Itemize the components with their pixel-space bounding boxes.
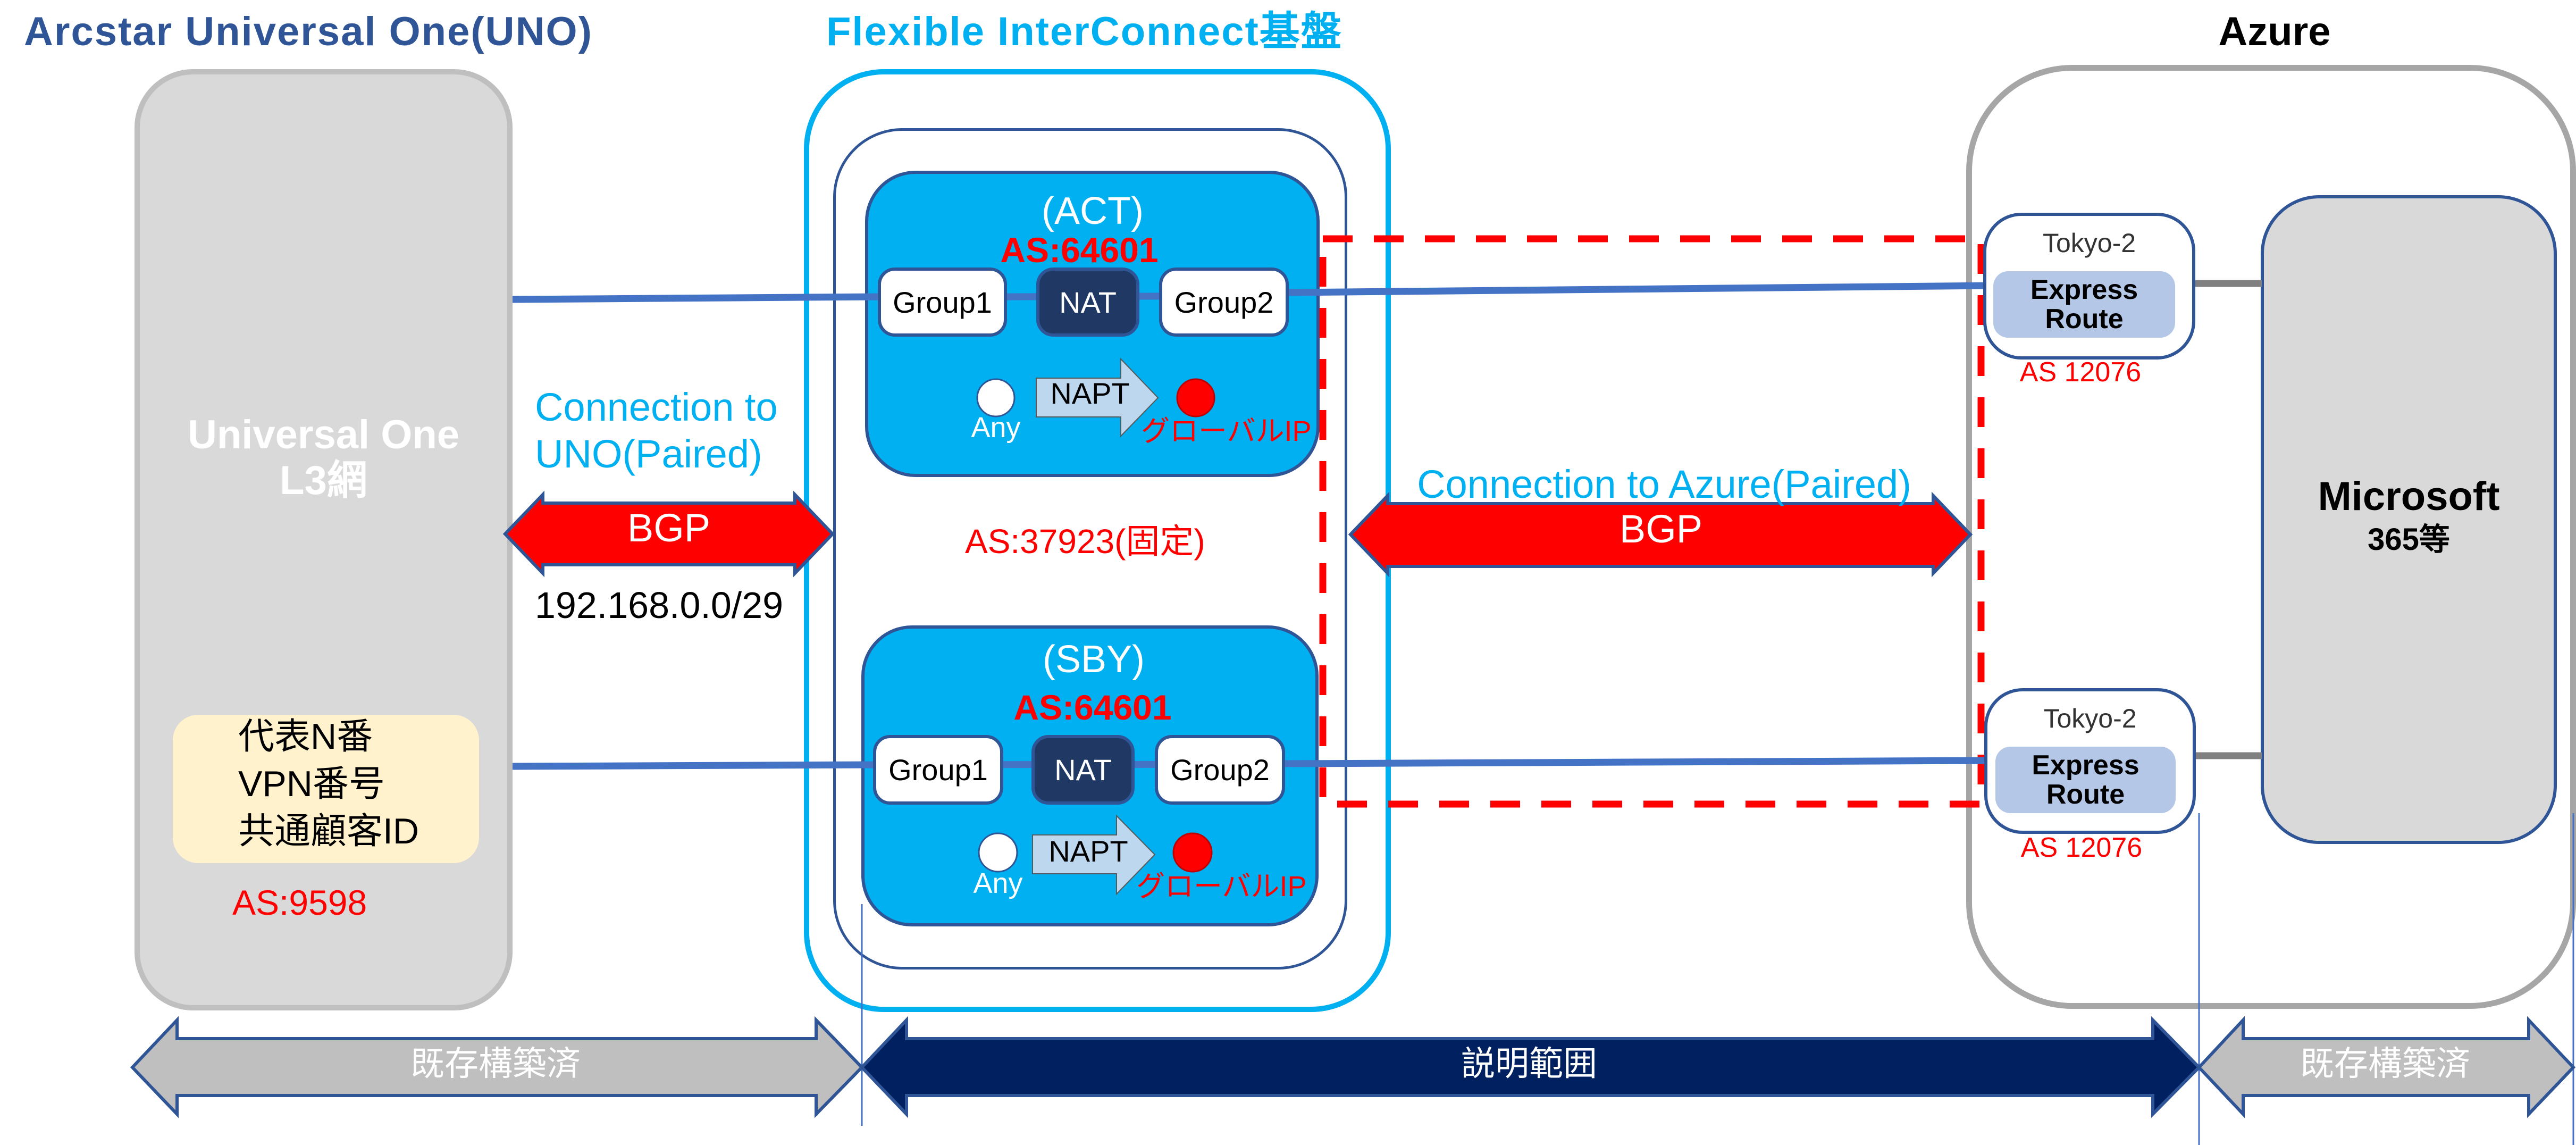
any-address-dot-icon	[976, 378, 1016, 417]
sby-global-ip-label: グローバルIP	[1136, 871, 1307, 902]
info-line-representative-number: 代表N番	[238, 716, 373, 757]
uno-contract-info-text: 代表N番 VPN番号 共通顧客ID	[238, 713, 419, 855]
expressroute-name-line1: Express	[2032, 749, 2139, 781]
expressroute-name-line2: Route	[2045, 303, 2124, 335]
expressroute-name-line1: Express	[2030, 274, 2138, 305]
act-nat-node: NAT	[1036, 268, 1139, 337]
microsoft-service-name: Microsoft	[2318, 474, 2500, 519]
expressroute-location: Tokyo-2	[2042, 228, 2136, 258]
act-role-label: (ACT)	[1042, 190, 1144, 232]
uno-network-label: Universal One L3網	[135, 412, 513, 504]
bgp-uno-label: BGP	[627, 506, 711, 550]
expressroute-as-number: AS 12076	[2019, 357, 2142, 388]
scope-existing-azure-arrow	[2196, 1016, 2576, 1118]
act-napt-label: NAPT	[1050, 377, 1130, 410]
azure-connection-label: Connection to Azure(Paired)	[1417, 462, 1911, 506]
sby-to-expressroute-link	[1285, 757, 1996, 767]
scope-dashed-box	[1319, 235, 1985, 808]
bgp-uno-double-arrow	[502, 490, 835, 578]
uno-connection-label-line2: UNO(Paired)	[535, 432, 762, 476]
expressroute-site-secondary: Tokyo-2 Express Route	[1984, 688, 2196, 834]
uno-to-sby-link	[512, 761, 874, 770]
act-group2-node: Group2	[1159, 268, 1289, 337]
expressroute-location: Tokyo-2	[2043, 704, 2137, 733]
act-as-number: AS:64601	[1000, 230, 1159, 270]
sby-napt-label: NAPT	[1048, 834, 1128, 868]
fic-section-title: Flexible InterConnect基盤	[826, 9, 1342, 54]
expressroute-node: Express Route	[1993, 271, 2175, 338]
uno-connection-label-line1: Connection to	[535, 385, 778, 429]
global-ip-dot-icon	[1176, 378, 1215, 417]
expressroute-name-line2: Route	[2046, 779, 2125, 810]
expressroute-site-primary: Tokyo-2 Express Route	[1983, 213, 2195, 360]
scope-explained-label: 説明範囲	[1461, 1044, 1597, 1083]
sby-any-label: Any	[973, 867, 1023, 899]
sby-group1-node: Group1	[873, 735, 1003, 805]
expressroute-node: Express Route	[1995, 747, 2176, 813]
azure-section-title: Azure	[2218, 9, 2331, 54]
expressroute-as-number: AS 12076	[2020, 832, 2143, 863]
scope-existing-uno-label: 既存構築済	[410, 1044, 581, 1083]
scope-existing-azure-label: 既存構築済	[2300, 1044, 2470, 1083]
uno-section-title: Arcstar Universal One(UNO)	[24, 9, 593, 54]
microsoft-service-box	[2261, 195, 2557, 844]
uno-to-act-link	[512, 293, 878, 303]
fic-router-group-box	[833, 128, 1347, 970]
microsoft-service-detail: 365等	[2368, 522, 2450, 557]
uno-contract-info-box	[173, 715, 479, 863]
act-global-ip-label: グローバルIP	[1141, 415, 1312, 447]
uno-network-label-line2: L3網	[280, 458, 367, 503]
sby-as-number: AS:64601	[1013, 688, 1172, 727]
info-line-vpn-number: VPN番号	[238, 764, 385, 804]
act-group1-node: Group1	[878, 268, 1007, 337]
global-ip-dot-icon	[1172, 832, 1213, 873]
any-address-dot-icon	[978, 832, 1018, 873]
act-to-expressroute-link	[1288, 282, 1994, 296]
uno-as-number: AS:9598	[232, 883, 367, 922]
fic-fixed-as-number: AS:37923(固定)	[965, 522, 1205, 561]
sby-role-label: (SBY)	[1042, 638, 1145, 681]
act-any-label: Any	[971, 412, 1021, 444]
uno-network-label-line1: Universal One	[187, 412, 460, 457]
info-line-customer-id: 共通顧客ID	[238, 811, 419, 851]
bgp-azure-double-arrow	[1348, 491, 1973, 578]
uno-connection-label: Connection to UNO(Paired)	[535, 384, 778, 478]
sby-group2-node: Group2	[1155, 735, 1285, 805]
sby-nat-node: NAT	[1031, 735, 1135, 805]
uno-peering-subnet: 192.168.0.0/29	[535, 584, 784, 626]
napt-arrow-icon	[1032, 814, 1156, 896]
napt-arrow-icon	[1036, 357, 1159, 438]
bgp-azure-label: BGP	[1619, 507, 1703, 551]
